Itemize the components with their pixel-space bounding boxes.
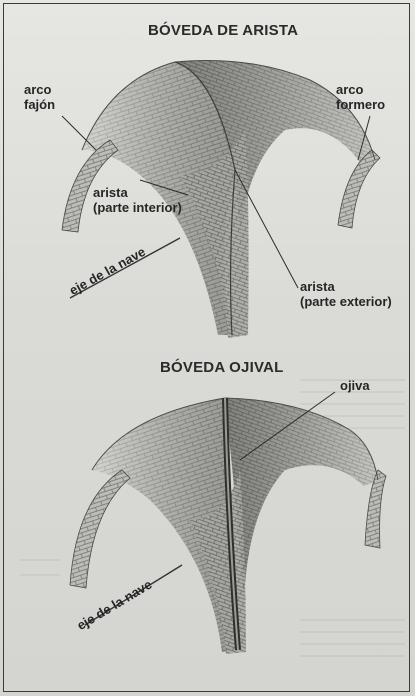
ribbed-vault-arch-left [70,470,130,588]
label-arco-formero: arco formero [336,82,385,112]
ribbed-vault-drawing [70,392,386,654]
label-arista-exterior: arista (parte exterior) [300,279,392,309]
arco-formero-arch [338,150,380,228]
ribbed-vault-title: BÓVEDA OJIVAL [160,359,283,376]
groin-vault-title: BÓVEDA DE ARISTA [148,22,298,39]
label-ojiva: ojiva [340,378,370,393]
label-arista-interior: arista (parte interior) [93,185,182,215]
label-arco-fajon: arco fajón [24,82,55,112]
